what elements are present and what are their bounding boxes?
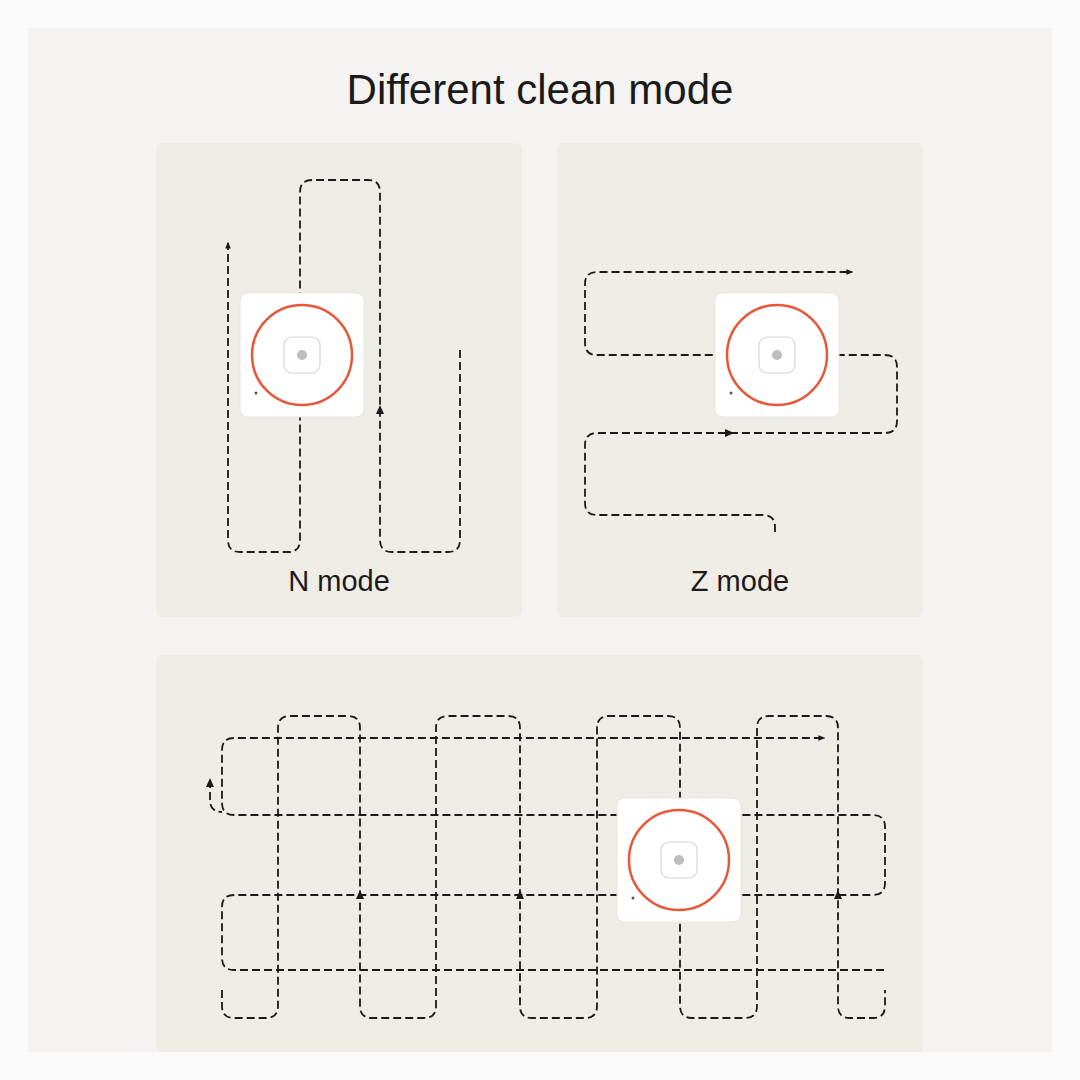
path-line [585,272,897,532]
panel [557,143,923,617]
path-line [228,180,460,552]
panel [156,655,923,1052]
robot-icon [715,293,839,417]
mode-panel: N mode [156,143,522,617]
inner-ground [28,28,1052,1052]
path-line [210,780,222,812]
mode-panel: Z mode [557,143,923,617]
path-line [222,738,885,970]
mode-label: Z mode [557,565,923,598]
direction-arrows [206,405,842,899]
robot-icon [240,293,364,417]
path-line [222,716,885,1018]
mode-label: N mode [156,565,522,598]
panel [156,143,522,617]
robot-icon [617,798,741,922]
title: Different clean mode [0,66,1080,114]
